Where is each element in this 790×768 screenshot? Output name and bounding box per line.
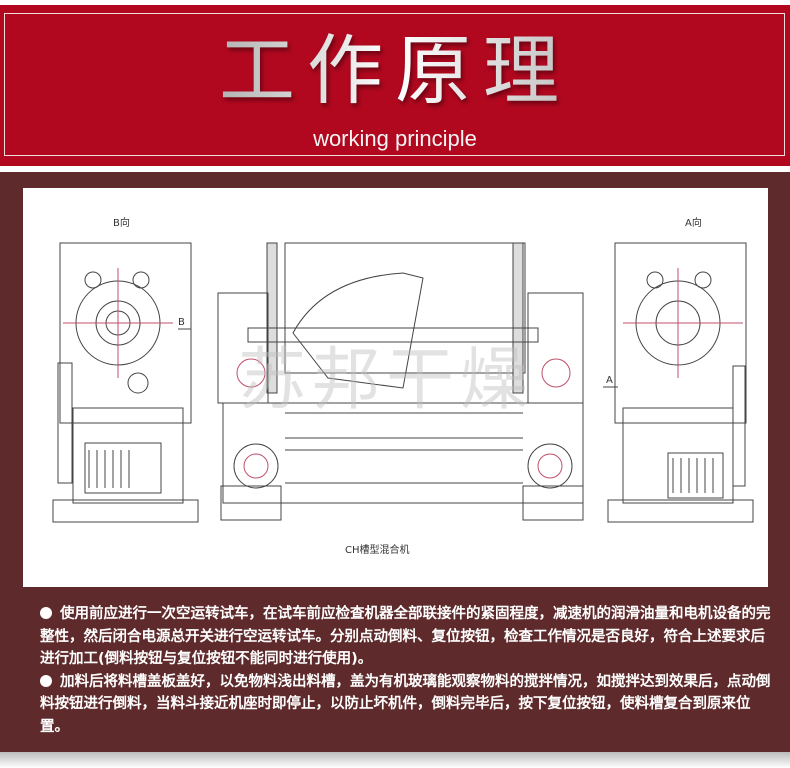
instructions: 使用前应进行一次空运转试车，在试车前应检查机器全部联接件的紧固程度，减速机的润滑… [40,603,775,738]
bottom-shadow [0,752,790,768]
banner-frame [4,13,785,156]
drawing-caption: CH槽型混合机 [345,543,410,556]
instruction-item: 加料后将料槽盖板盖好，以免物料浅出料槽，盖为有机玻璃能观察物料的搅拌情况，如搅拌… [40,673,771,735]
instruction-item: 使用前应进行一次空运转试车，在试车前应检查机器全部联接件的紧固程度，减速机的润滑… [40,606,771,667]
bullet-icon [40,674,52,687]
a-view-drawing [607,242,754,523]
page-title: 工作原理 [0,29,790,113]
page-subtitle: working principle [313,126,477,151]
b-view-label: B向 [113,216,130,229]
header-banner: 工作原理 working principle [0,5,790,166]
a-view-label: A向 [685,216,702,229]
b-view-drawing [52,242,199,523]
technical-drawing: B向 A向 B A CH槽型混合机 苏邦干燥 [23,188,768,587]
bullet-icon [40,607,52,619]
front-view-drawing [217,242,584,521]
arrow-a-label: A [606,375,613,386]
content-section: B向 A向 B A CH槽型混合机 苏邦干燥 使用前应进行一次空运转试车，在试车… [0,172,790,752]
watermark: 苏邦干燥 [238,341,534,420]
arrow-b-label: B [178,317,185,328]
mixer-diagram: B向 A向 B A CH槽型混合机 苏邦干燥 [52,216,754,556]
